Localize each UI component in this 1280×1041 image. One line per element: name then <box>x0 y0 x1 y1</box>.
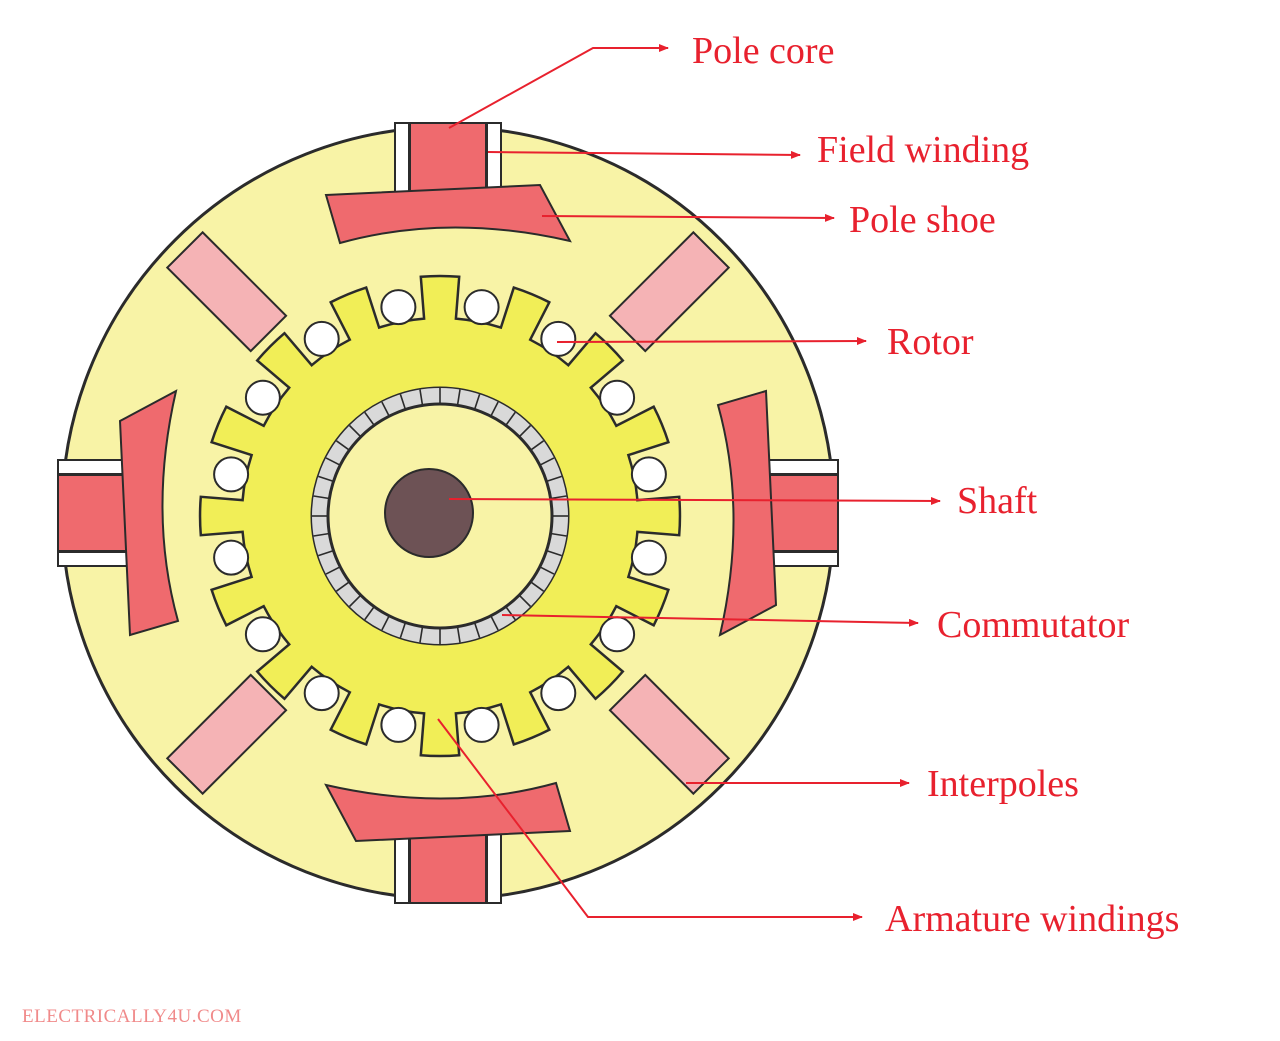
commutator-segment-32 <box>456 389 461 406</box>
commutator-segment-4 <box>539 566 555 575</box>
commutator-segment-34 <box>490 401 499 417</box>
label-commutator: Commutator <box>937 604 1129 646</box>
interpole-group-bottom-right <box>608 673 731 796</box>
pole-shoe-group-right <box>716 389 778 637</box>
armature-winding-7 <box>540 675 577 712</box>
interpole-top-right <box>608 230 731 353</box>
interpole-group-bottom-left <box>165 673 288 796</box>
leader-field-winding <box>487 150 801 159</box>
label-shaft: Shaft <box>957 480 1038 522</box>
leader-armature-windings <box>437 718 863 921</box>
armature-winding-14 <box>244 379 281 416</box>
pole-shoe-right <box>716 389 778 637</box>
label-armature-windings: Armature windings <box>885 898 1179 940</box>
commutator-segment-19 <box>318 549 334 557</box>
commutator-segment-30 <box>419 389 424 406</box>
commutator-segment-33 <box>473 394 481 410</box>
commutator-segment-6 <box>518 594 532 608</box>
label-pole-shoe: Pole shoe <box>849 199 996 241</box>
commutator-segment-12 <box>419 626 424 643</box>
armature-winding-8 <box>463 706 500 743</box>
armature-winding-16 <box>380 289 417 326</box>
armature-winding-15 <box>303 320 340 357</box>
commutator-segment-29 <box>399 394 407 410</box>
label-pole-core: Pole core <box>692 30 834 72</box>
label-field-winding: Field winding <box>817 129 1029 171</box>
commutator-segment-8 <box>490 615 499 631</box>
interpole-bottom-left <box>165 673 288 796</box>
armature-winding-11 <box>244 616 281 653</box>
commutator-segment-5 <box>530 581 545 592</box>
armature-winding-3 <box>599 379 636 416</box>
commutator-segment-35 <box>505 411 516 426</box>
commutator-segment-13 <box>399 622 407 638</box>
commutator-segment-15 <box>364 606 375 621</box>
armature-winding-6 <box>599 616 636 653</box>
armature-winding-1 <box>463 289 500 326</box>
commutator-segment-26 <box>348 424 362 438</box>
leader-pole-shoe <box>541 213 835 222</box>
label-rotor: Rotor <box>887 321 974 363</box>
commutator-segment-23 <box>318 475 334 483</box>
interpoles <box>165 230 731 796</box>
armature-winding-2 <box>540 320 577 357</box>
pole-shoe-group-bottom <box>324 781 572 843</box>
commutator-segment-25 <box>335 440 350 451</box>
commutator-segment-20 <box>313 532 330 537</box>
site-credit: ELECTRICALLY4U.COM <box>22 1006 242 1027</box>
commutator-segment-10 <box>456 626 461 643</box>
pole-shoe-top <box>324 183 572 245</box>
commutator-segment-2 <box>550 532 567 537</box>
commutator <box>312 388 568 644</box>
armature-winding-10 <box>303 675 340 712</box>
commutator-segment-3 <box>546 549 562 557</box>
shaft <box>384 468 474 558</box>
commutator-segment-28 <box>381 401 390 417</box>
pole-shoe-left <box>118 389 180 637</box>
commutator-segment-37 <box>530 440 545 451</box>
leader-rotor <box>556 337 867 346</box>
commutator-segment-9 <box>473 622 481 638</box>
interpole-bottom-right <box>608 673 731 796</box>
commutator-segment-18 <box>325 566 341 575</box>
commutator-segment-24 <box>325 457 341 466</box>
pole-shoe-bottom <box>324 781 572 843</box>
interpole-group-top-right <box>608 230 731 353</box>
commutator-segment-22 <box>313 495 330 500</box>
armature-winding-12 <box>213 539 250 576</box>
leader-lines <box>437 44 941 921</box>
armature-winding-13 <box>213 456 250 493</box>
interpole-group-top-left <box>165 230 288 353</box>
armature-winding-5 <box>630 539 667 576</box>
commutator-segment-36 <box>518 424 532 438</box>
leader-shaft <box>448 496 941 505</box>
commutator-segment-27 <box>364 411 375 426</box>
armature-windings <box>213 289 667 743</box>
leader-pole-core <box>448 44 669 129</box>
pole-shoe-group-left <box>118 389 180 637</box>
armature-winding-4 <box>630 456 667 493</box>
commutator-segment-7 <box>505 606 516 621</box>
commutator-segment-39 <box>546 475 562 483</box>
commutator-segment-40 <box>550 495 567 500</box>
pole-shoes <box>118 183 778 843</box>
interpole-top-left <box>165 230 288 353</box>
armature-winding-9 <box>380 706 417 743</box>
pole-shoe-group-top <box>324 183 572 245</box>
label-interpoles: Interpoles <box>927 763 1079 805</box>
commutator-segment-38 <box>539 457 555 466</box>
commutator-segment-14 <box>381 615 390 631</box>
leader-commutator <box>501 614 919 627</box>
commutator-segment-17 <box>335 581 350 592</box>
commutator-segment-16 <box>348 594 362 608</box>
